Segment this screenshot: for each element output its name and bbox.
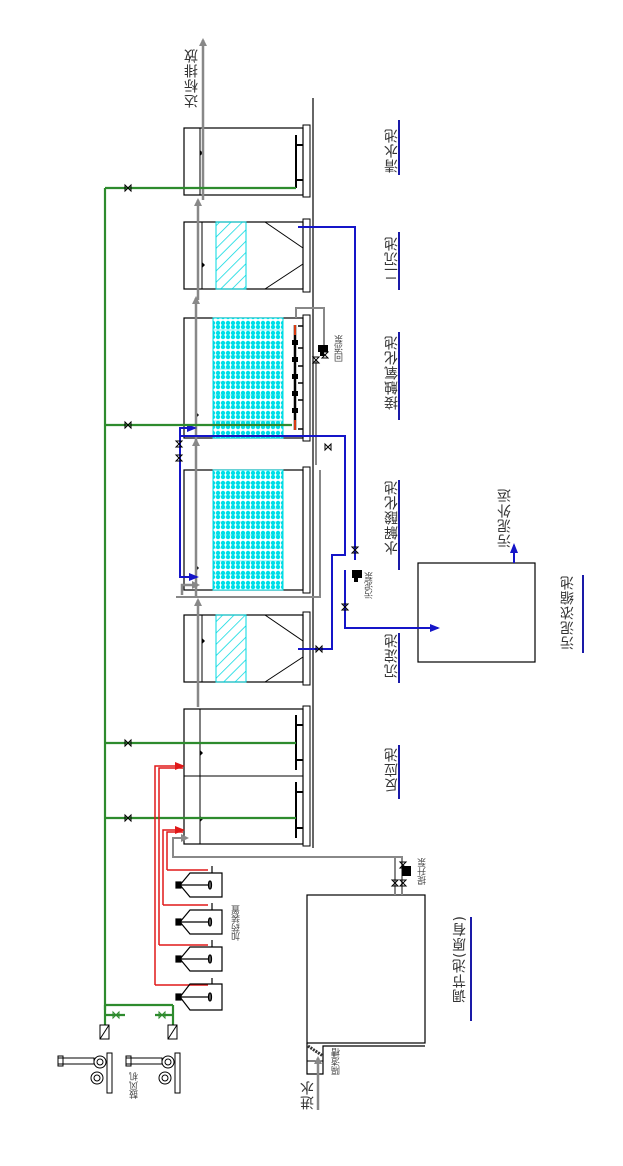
lift-pump-icon: [402, 866, 411, 876]
lift-pump-label: 提升泵: [418, 858, 428, 885]
sedimentation-tank: [183, 611, 311, 686]
sludge-pump-icon: [352, 570, 362, 582]
clear-water-tank: [183, 124, 311, 198]
sludge-thickener-label: 污泥浓缩池: [560, 575, 576, 650]
blower-icon: [57, 1024, 113, 1094]
screen-channel-label: 隔渣槽: [332, 1048, 342, 1075]
sludge-transport-label: 污泥外运: [497, 488, 513, 548]
dosing-device-label: 加药装置: [232, 905, 242, 941]
sludge-pump-label: 污泥泵: [365, 572, 375, 599]
sludge-thickener: [417, 562, 536, 663]
air-lines: [103, 186, 296, 1025]
label-underline: [398, 633, 400, 683]
label-underline: [398, 745, 400, 799]
secondary-clarifier: [183, 218, 311, 293]
regulating-tank-label: 调节池(原有): [452, 915, 468, 1003]
label-underline: [470, 917, 472, 1021]
contact-oxidation-tank: [183, 314, 311, 442]
return-pump-label: 回流泵: [335, 335, 345, 362]
water-flow-lines: [172, 38, 403, 1110]
inlet-label: 进水: [300, 1080, 316, 1110]
chemical-lines: [154, 762, 208, 986]
label-underline: [582, 575, 584, 653]
return-pump-icon: [318, 345, 328, 356]
discharge-label: 达标排放: [184, 48, 200, 108]
valves: [112, 183, 408, 1020]
dosing-tanks: [175, 866, 223, 1011]
hydrolysis-acidification-tank: [183, 466, 311, 594]
label-underline: [398, 120, 400, 175]
label-underline: [398, 332, 400, 420]
blower-icon: [125, 1024, 181, 1094]
label-underline: [398, 480, 400, 570]
regulating-tank: [306, 894, 426, 1075]
label-underline: [398, 232, 400, 290]
blower-label: 鼓风机: [130, 1072, 140, 1099]
reaction-tank: [183, 705, 311, 847]
sludge-flow-lines: [179, 226, 518, 650]
